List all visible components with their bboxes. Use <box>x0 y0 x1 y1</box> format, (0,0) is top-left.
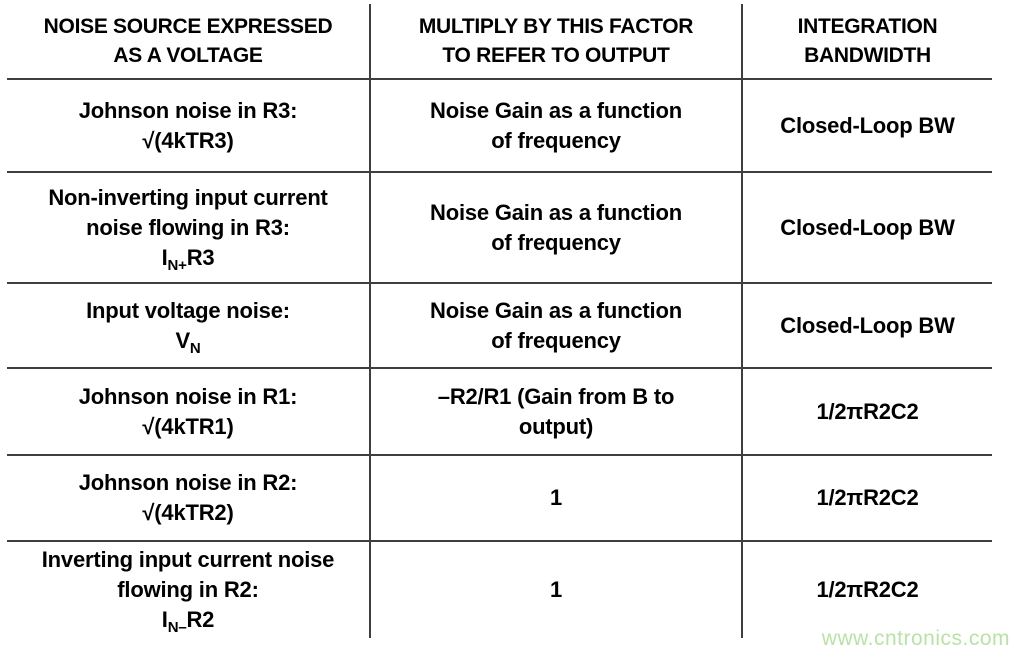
cell-text-line: Closed-Loop BW <box>780 112 955 138</box>
header-text-line: MULTIPLY BY THIS FACTOR <box>418 15 694 38</box>
formula-post: R2 <box>186 607 215 632</box>
header-text-line: AS A VOLTAGE <box>113 44 263 67</box>
noise-analysis-table: NOISE SOURCE EXPRESSED AS A VOLTAGE MULT… <box>7 4 992 638</box>
header-text-line: TO REFER TO OUTPUT <box>442 44 670 67</box>
cell-noise-source: Input voltage noise: VN <box>7 283 370 369</box>
cell-text-line: Closed-Loop BW <box>780 214 955 240</box>
cell-text-line: Johnson noise in R3: <box>78 97 298 123</box>
table-row: Non-inverting input current noise flowin… <box>7 172 992 284</box>
cell-noise-source: Non-inverting input current noise flowin… <box>7 172 370 284</box>
cell-integration-bandwidth: Closed-Loop BW <box>742 172 992 284</box>
formula-pre: V <box>175 327 190 353</box>
cell-integration-bandwidth: 1/2πR2C2 <box>742 368 992 456</box>
formula: IN+R3 <box>13 243 363 273</box>
header-text-line: BANDWIDTH <box>804 44 931 67</box>
header-text-line: INTEGRATION <box>797 15 938 38</box>
cell-text-line: 1/2πR2C2 <box>816 485 919 510</box>
watermark-text: www.cntronics.com <box>821 627 1010 650</box>
cell-text-line: Johnson noise in R2: <box>78 470 298 495</box>
cell-text-line: Johnson noise in R1: <box>78 383 298 409</box>
cell-text-line: Inverting input current noise <box>41 547 335 572</box>
table-row: Johnson noise in R1: √(4kTR1) –R2/R1 (Ga… <box>7 368 992 456</box>
cell-text-line: Noise Gain as a function <box>430 199 682 225</box>
cell-integration-bandwidth: Closed-Loop BW <box>742 283 992 369</box>
cell-text-line: flowing in R2: <box>117 577 259 602</box>
formula: √(4kTR3) <box>13 126 363 156</box>
formula-pre: √(4kTR2) <box>142 500 234 525</box>
cell-multiply-factor: Noise Gain as a function of frequency <box>369 283 743 369</box>
cell-integration-bandwidth: Closed-Loop BW <box>742 79 992 173</box>
cell-integration-bandwidth: 1/2πR2C2 <box>742 541 992 638</box>
table-row: Inverting input current noise flowing in… <box>7 541 992 638</box>
cell-text-line: of frequency <box>491 127 621 153</box>
formula-pre: √(4kTR1) <box>142 413 234 439</box>
cell-text-line: Noise Gain as a function <box>430 97 682 123</box>
header-multiply-factor: MULTIPLY BY THIS FACTOR TO REFER TO OUTP… <box>369 4 743 80</box>
header-noise-source: NOISE SOURCE EXPRESSED AS A VOLTAGE <box>7 4 370 80</box>
cell-noise-source: Johnson noise in R1: √(4kTR1) <box>7 368 370 456</box>
formula: VN <box>13 326 363 356</box>
cell-noise-source: Johnson noise in R3: √(4kTR3) <box>7 79 370 173</box>
cell-multiply-factor: Noise Gain as a function of frequency <box>369 79 743 173</box>
cell-text-line: of frequency <box>491 327 621 353</box>
cell-text-line: Closed-Loop BW <box>780 312 955 338</box>
formula-pre: I <box>161 244 168 270</box>
table-row: Input voltage noise: VN Noise Gain as a … <box>7 283 992 369</box>
table-row: Johnson noise in R3: √(4kTR3) Noise Gain… <box>7 79 992 173</box>
cell-text-line: 1/2πR2C2 <box>816 398 919 424</box>
cell-noise-source: Johnson noise in R2: √(4kTR2) <box>7 455 370 542</box>
formula-pre: √(4kTR3) <box>142 127 234 153</box>
formula: √(4kTR1) <box>13 412 363 442</box>
table-row: Johnson noise in R2: √(4kTR2) 1 1/2πR2C2 <box>7 455 992 542</box>
header-integration-bandwidth: INTEGRATION BANDWIDTH <box>742 4 992 80</box>
cell-multiply-factor: –R2/R1 (Gain from B to output) <box>369 368 743 456</box>
formula: √(4kTR2) <box>13 498 363 528</box>
formula: IN–R2 <box>13 605 363 635</box>
formula-pre: I <box>161 607 168 632</box>
cell-text-line: Noise Gain as a function <box>430 297 682 323</box>
table-header-row: NOISE SOURCE EXPRESSED AS A VOLTAGE MULT… <box>7 4 992 80</box>
cell-text-line: of frequency <box>491 229 621 255</box>
cell-multiply-factor: 1 <box>369 541 743 638</box>
cell-text-line: noise flowing in R3: <box>86 214 290 240</box>
cell-text-line: output) <box>518 413 594 439</box>
subscript: N <box>189 339 201 357</box>
cell-text-line: 1 <box>549 577 563 602</box>
cell-text-line: –R2/R1 (Gain from B to <box>437 383 675 409</box>
cell-integration-bandwidth: 1/2πR2C2 <box>742 455 992 542</box>
cell-text-line: Input voltage noise: <box>86 297 290 323</box>
cell-multiply-factor: 1 <box>369 455 743 542</box>
cell-multiply-factor: Noise Gain as a function of frequency <box>369 172 743 284</box>
header-text-line: NOISE SOURCE EXPRESSED <box>43 15 333 38</box>
formula-post: R3 <box>186 244 215 270</box>
cell-noise-source: Inverting input current noise flowing in… <box>7 541 370 638</box>
cell-text-line: Non-inverting input current <box>48 184 328 210</box>
cell-text-line: 1 <box>549 485 563 510</box>
subscript: N– <box>167 619 187 636</box>
subscript: N+ <box>167 256 187 274</box>
cell-text-line: 1/2πR2C2 <box>816 577 919 602</box>
